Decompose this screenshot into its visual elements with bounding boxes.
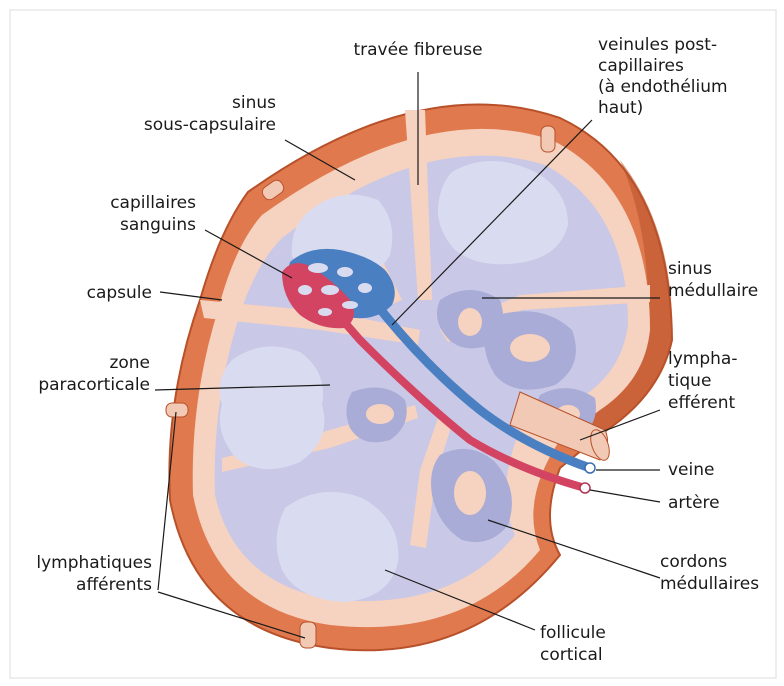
- label-line: (à endothélium: [598, 77, 728, 97]
- label-line: lympha-: [668, 349, 737, 369]
- label-line: afférents: [76, 575, 152, 595]
- label-artere: artère: [668, 493, 720, 513]
- artery-end: [580, 483, 590, 493]
- label-travee: travée fibreuse: [353, 40, 482, 60]
- label-capsule: capsule: [87, 283, 152, 303]
- label-line: tique: [668, 371, 711, 391]
- label-line: efférent: [668, 393, 735, 413]
- label-line: zone: [109, 353, 150, 373]
- label-line: travée fibreuse: [353, 40, 482, 60]
- vein-end: [585, 463, 595, 473]
- label-line: follicule: [540, 623, 606, 643]
- leader-artere: [590, 490, 660, 502]
- label-line: cordons: [660, 552, 727, 572]
- label-line: haut): [598, 98, 643, 118]
- follicle-left: [220, 347, 325, 470]
- label-line: médullaire: [668, 281, 758, 301]
- label-line: veine: [668, 460, 714, 480]
- label-line: sinus: [668, 259, 712, 279]
- label-line: médullaires: [660, 574, 759, 594]
- label-line: artère: [668, 493, 720, 513]
- label-line: veinules post-: [598, 35, 717, 55]
- label-line: capsule: [87, 283, 152, 303]
- label-veine: veine: [668, 460, 714, 480]
- label-line: sanguins: [120, 215, 196, 235]
- label-line: lymphatiques: [36, 553, 152, 573]
- label-line: sous-capsulaire: [144, 115, 276, 135]
- label-line: paracorticale: [38, 375, 150, 395]
- label-line: cortical: [540, 645, 603, 665]
- label-line: sinus: [232, 93, 276, 113]
- label-line: capillaires: [598, 56, 684, 76]
- label-line: capillaires: [110, 193, 196, 213]
